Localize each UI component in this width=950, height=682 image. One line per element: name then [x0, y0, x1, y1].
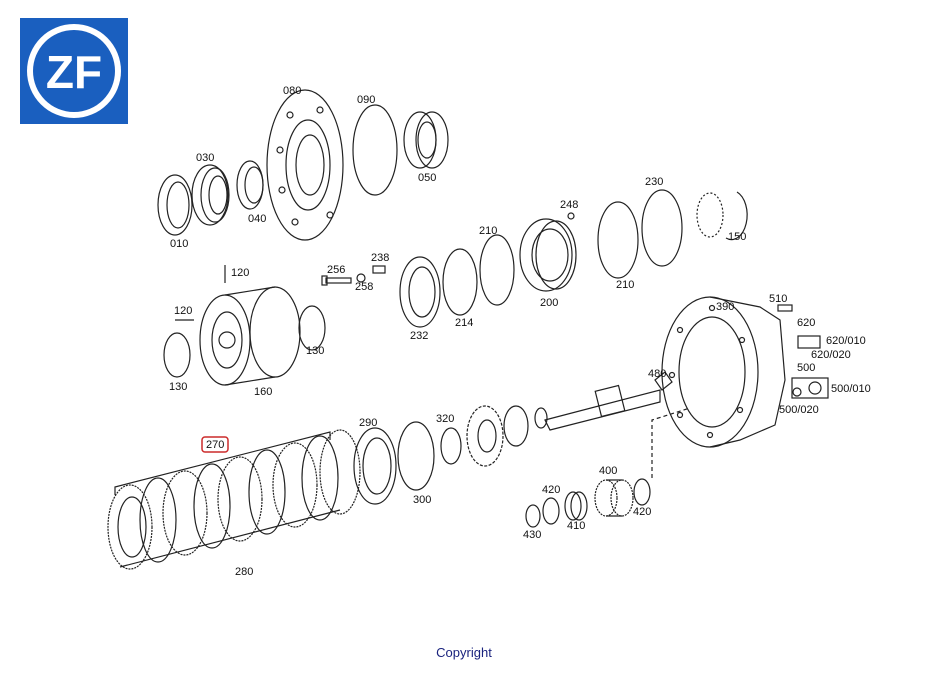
copyright-link[interactable]: Copyright — [436, 645, 492, 660]
label-420-b[interactable]: 420 — [633, 506, 651, 518]
label-080[interactable]: 080 — [283, 85, 301, 97]
label-120-a[interactable]: 120 — [231, 267, 249, 279]
logo-text: ZF — [46, 46, 102, 98]
part-480-seal[interactable] — [654, 371, 673, 391]
part-290-disc[interactable] — [353, 427, 397, 505]
label-214[interactable]: 214 — [455, 317, 473, 329]
part-080-hub[interactable] — [266, 89, 344, 241]
part-shaft-ring[interactable] — [534, 407, 548, 429]
part-130-ring-b[interactable] — [163, 332, 191, 378]
part-256-bolt[interactable] — [321, 275, 352, 286]
part-200-piston[interactable] — [519, 218, 577, 292]
part-160-carrier[interactable] — [199, 286, 301, 386]
label-300[interactable]: 300 — [413, 494, 431, 506]
part-410-bearing[interactable] — [564, 491, 588, 521]
part-shaft-disc[interactable] — [503, 405, 529, 447]
part-500-bracket[interactable] — [791, 377, 829, 399]
label-620-020[interactable]: 620/020 — [811, 349, 851, 361]
label-160[interactable]: 160 — [254, 386, 272, 398]
part-210-ring-a[interactable] — [597, 201, 639, 279]
label-200[interactable]: 200 — [540, 297, 558, 309]
part-shaft[interactable] — [544, 384, 661, 431]
part-232-disc[interactable] — [399, 256, 441, 328]
label-150[interactable]: 150 — [728, 231, 746, 243]
label-210-b[interactable]: 210 — [616, 279, 634, 291]
assembly-line — [651, 407, 691, 478]
part-230-ring[interactable] — [641, 189, 683, 267]
part-400-planet-gear[interactable] — [594, 479, 634, 517]
label-130-b[interactable]: 130 — [169, 381, 187, 393]
label-238[interactable]: 238 — [371, 252, 389, 264]
part-040-ring[interactable] — [236, 160, 264, 210]
label-280[interactable]: 280 — [235, 566, 253, 578]
part-150-circlip[interactable] — [725, 191, 748, 241]
part-030-bearing[interactable] — [191, 164, 230, 226]
label-480[interactable]: 480 — [648, 368, 666, 380]
part-258-washer[interactable] — [356, 273, 366, 283]
label-400[interactable]: 400 — [599, 465, 617, 477]
label-390[interactable]: 390 — [716, 301, 734, 313]
part-320-ring[interactable] — [440, 427, 462, 465]
part-280-clutch-pack[interactable] — [107, 429, 361, 570]
label-410[interactable]: 410 — [567, 520, 585, 532]
label-130-a[interactable]: 130 — [306, 345, 324, 357]
label-270[interactable]: 270 — [206, 439, 224, 451]
label-500-020[interactable]: 500/020 — [779, 404, 819, 416]
part-238-spring[interactable] — [372, 265, 386, 274]
label-500-010[interactable]: 500/010 — [831, 383, 871, 395]
part-300-ring[interactable] — [397, 421, 435, 491]
zf-logo: ZF — [20, 18, 128, 124]
label-290[interactable]: 290 — [359, 417, 377, 429]
part-248-nut[interactable] — [567, 212, 575, 220]
label-030[interactable]: 030 — [196, 152, 214, 164]
label-500[interactable]: 500 — [797, 362, 815, 374]
part-sun-gear[interactable] — [466, 405, 504, 467]
part-090-oring[interactable] — [352, 104, 398, 196]
label-256[interactable]: 256 — [327, 264, 345, 276]
label-620[interactable]: 620 — [797, 317, 815, 329]
label-120-b[interactable]: 120 — [174, 305, 192, 317]
label-248[interactable]: 248 — [560, 199, 578, 211]
part-420-ring-a[interactable] — [633, 478, 651, 506]
label-230[interactable]: 230 — [645, 176, 663, 188]
label-320[interactable]: 320 — [436, 413, 454, 425]
part-214-ring[interactable] — [442, 248, 478, 316]
highlight-270 — [201, 436, 229, 453]
part-620-bracket[interactable] — [797, 335, 821, 349]
label-210-a[interactable]: 210 — [479, 225, 497, 237]
label-420-a[interactable]: 420 — [542, 484, 560, 496]
label-040[interactable]: 040 — [248, 213, 266, 225]
part-splined-ring[interactable] — [696, 192, 724, 238]
part-500-020-seal[interactable] — [792, 387, 802, 397]
part-130-ring-a[interactable] — [298, 305, 326, 351]
part-010-seal[interactable] — [157, 174, 193, 236]
part-510-plug[interactable] — [777, 304, 793, 312]
part-labels: 010 030 040 050 080 090 120 120 130 130 … — [169, 85, 871, 578]
label-258[interactable]: 258 — [355, 281, 373, 293]
part-210-ring-b[interactable] — [479, 234, 515, 306]
part-420-ring-b[interactable] — [542, 497, 560, 525]
label-090[interactable]: 090 — [357, 94, 375, 106]
label-510[interactable]: 510 — [769, 293, 787, 305]
label-232[interactable]: 232 — [410, 330, 428, 342]
part-050-bearing[interactable] — [403, 111, 449, 169]
part-500-010-valve[interactable] — [808, 381, 822, 395]
label-430[interactable]: 430 — [523, 529, 541, 541]
label-620-010[interactable]: 620/010 — [826, 335, 866, 347]
part-390-housing[interactable] — [661, 296, 786, 448]
label-010[interactable]: 010 — [170, 238, 188, 250]
part-430-ring[interactable] — [525, 504, 541, 528]
label-050[interactable]: 050 — [418, 172, 436, 184]
